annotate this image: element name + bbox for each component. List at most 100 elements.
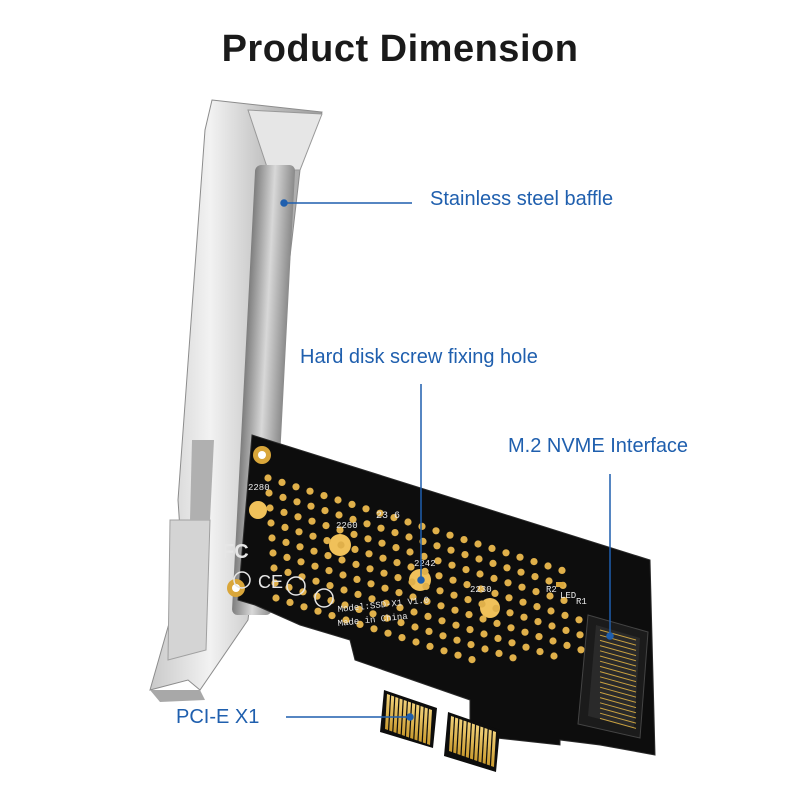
gold-dot xyxy=(452,621,460,629)
gold-dot xyxy=(378,539,386,547)
r1-label: R1 xyxy=(576,597,587,607)
gold-dot xyxy=(508,639,516,647)
recycle-icon xyxy=(233,571,251,589)
gold-dot xyxy=(517,568,525,576)
gold-dot xyxy=(270,564,278,572)
screw-leader-dot xyxy=(417,576,425,584)
gold-dot xyxy=(546,592,554,600)
gold-finger xyxy=(414,704,420,741)
gold-dot xyxy=(380,569,388,577)
gold-dot xyxy=(268,534,276,542)
gold-dot xyxy=(411,623,419,631)
gold-dot xyxy=(269,549,277,557)
gold-dot xyxy=(464,596,472,604)
gold-dot xyxy=(451,606,459,614)
gold-dot xyxy=(434,557,442,565)
gold-finger xyxy=(393,697,399,733)
gold-dot xyxy=(504,579,512,587)
gold-finger xyxy=(486,729,492,766)
gold-dot xyxy=(440,647,448,655)
gold-dot xyxy=(265,489,273,497)
gold-finger xyxy=(453,717,459,754)
gold-dot xyxy=(479,615,487,623)
gold-dot xyxy=(503,564,511,572)
interface-callout: M.2 NVME Interface xyxy=(508,435,689,457)
gold-dot xyxy=(446,531,454,539)
gold-finger xyxy=(389,695,395,732)
gold-dot xyxy=(312,577,320,585)
gold-dot xyxy=(394,574,402,582)
gold-dot xyxy=(297,558,305,566)
gold-dot xyxy=(283,553,291,562)
connector-pin xyxy=(599,712,637,724)
gold-dot xyxy=(522,643,530,651)
connector-pin xyxy=(599,645,637,657)
gold-dot xyxy=(280,508,288,516)
gold-dot xyxy=(545,577,553,585)
gold-dot xyxy=(341,601,349,609)
gold-dot xyxy=(536,648,544,656)
connector-pin xyxy=(599,665,637,677)
gold-dot xyxy=(324,552,332,560)
gold-dot xyxy=(474,540,482,548)
gold-finger xyxy=(385,694,390,730)
gold-dot xyxy=(293,498,301,506)
gold-dot xyxy=(560,596,568,605)
led-pad xyxy=(556,582,564,587)
gold-dot xyxy=(480,630,488,638)
gold-finger xyxy=(427,709,432,745)
page-title: Product Dimension xyxy=(221,28,579,70)
gold-dot xyxy=(278,478,286,486)
gold-dot xyxy=(366,565,374,573)
connector-pin xyxy=(599,634,637,646)
gold-dot xyxy=(468,656,476,664)
gold-dot xyxy=(409,593,417,601)
gold-dot xyxy=(420,552,428,561)
gold-dot xyxy=(481,645,489,653)
gold-dot xyxy=(516,553,524,561)
gold-dot xyxy=(355,605,363,614)
gold-dot xyxy=(534,618,542,626)
gold-dot xyxy=(369,610,377,618)
gold-dot xyxy=(328,612,336,620)
pb-free-icon xyxy=(314,588,334,608)
gold-finger xyxy=(410,703,416,739)
gold-finger xyxy=(465,722,471,758)
gold-dot xyxy=(463,581,471,589)
gold-dot xyxy=(368,595,376,603)
screw-hole-callout: Hard disk screw fixing hole xyxy=(300,346,538,368)
gold-dot xyxy=(450,591,458,599)
gold-dot xyxy=(530,558,538,566)
connector-pin xyxy=(599,717,637,729)
gold-dot xyxy=(406,548,414,556)
gold-dot xyxy=(520,613,528,621)
gold-dot xyxy=(418,522,426,531)
gold-dot xyxy=(395,589,403,597)
connector-pin xyxy=(599,650,637,662)
gold-dot xyxy=(547,607,555,615)
gold-dot xyxy=(267,519,275,527)
gold-dot xyxy=(326,582,334,590)
gold-dot xyxy=(384,629,392,637)
gold-dot xyxy=(502,549,510,557)
gold-dot xyxy=(300,603,308,611)
gold-dot xyxy=(437,602,445,610)
gold-dot xyxy=(576,631,584,639)
gold-finger xyxy=(482,728,488,764)
gold-dot xyxy=(412,638,420,646)
gold-dot xyxy=(266,504,274,512)
connector-pin xyxy=(599,697,637,709)
gold-dot xyxy=(307,502,315,510)
gold-dot xyxy=(292,483,300,491)
connector-pin xyxy=(599,691,637,703)
connector-pin xyxy=(599,702,637,714)
gold-dot xyxy=(432,527,440,535)
gold-dot xyxy=(281,523,289,532)
gold-dot xyxy=(354,590,362,599)
gold-dot xyxy=(391,529,399,537)
gold-dot xyxy=(367,580,375,588)
gold-dot xyxy=(462,566,470,574)
gold-dot xyxy=(338,556,346,564)
gold-dot xyxy=(350,530,358,539)
